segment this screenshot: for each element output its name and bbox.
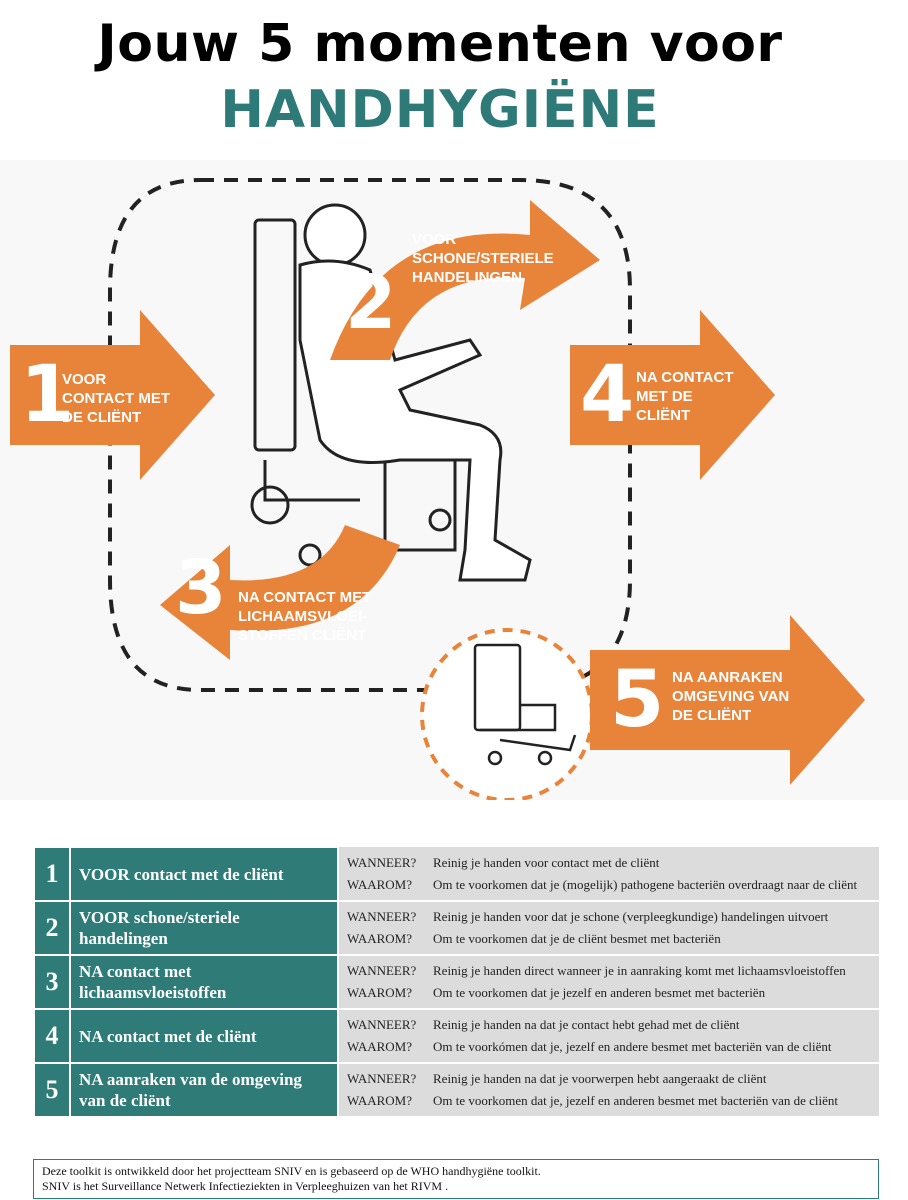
table-row: 4 NA contact met de cliënt WANNEER?WAARO… bbox=[33, 1008, 879, 1064]
footer-note: Deze toolkit is ontwikkeld door het proj… bbox=[33, 1159, 879, 1199]
moment-title-cell: NA aanraken van de omgeving van de cliën… bbox=[69, 1062, 339, 1118]
moment-1-number: 1 bbox=[20, 350, 75, 440]
moment-title-cell: VOOR contact met de cliënt bbox=[69, 846, 339, 902]
moment-number-cell: 4 bbox=[33, 1008, 71, 1064]
moment-1-arrow bbox=[10, 310, 215, 480]
answer-cell: Reinig je handen voor contact met de cli… bbox=[433, 847, 879, 902]
moment-title-cell: NA contact met lichaamsvloeistoffen bbox=[69, 954, 339, 1010]
moment-4-label: NA CONTACT MET DE CLIËNT bbox=[636, 369, 734, 424]
table-row: 5 NA aanraken van de omgeving van de cli… bbox=[33, 1062, 879, 1118]
question-cell: WANNEER?WAAROM? bbox=[338, 955, 433, 1010]
table-row: 2 VOOR schone/steriele handelingen WANNE… bbox=[33, 900, 879, 956]
moment-number-cell: 3 bbox=[33, 954, 71, 1010]
question-cell: WANNEER?WAAROM? bbox=[338, 1063, 433, 1118]
moment-number-cell: 2 bbox=[33, 900, 71, 956]
moment-number-cell: 1 bbox=[33, 846, 71, 902]
moment-3-number: 3 bbox=[175, 545, 227, 631]
question-cell: WANNEER?WAAROM? bbox=[338, 901, 433, 956]
moment-title-cell: NA contact met de cliënt bbox=[69, 1008, 339, 1064]
moment-title-cell: VOOR schone/steriele handelingen bbox=[69, 900, 339, 956]
environment-zone-outline bbox=[420, 628, 594, 800]
answer-cell: Reinig je handen direct wanneer je in aa… bbox=[433, 955, 879, 1010]
question-cell: WANNEER?WAAROM? bbox=[338, 847, 433, 902]
moment-2-arrow bbox=[330, 200, 600, 360]
answer-cell: Reinig je handen na dat je voorwerpen he… bbox=[433, 1063, 879, 1118]
footer-line-2: SNIV is het Surveillance Netwerk Infecti… bbox=[42, 1179, 449, 1193]
page-title-line2: HANDHYGIËNE bbox=[220, 80, 660, 140]
moments-table: 1 VOOR contact met de cliënt WANNEER?WAA… bbox=[33, 846, 879, 1118]
question-cell: WANNEER?WAAROM? bbox=[338, 1009, 433, 1064]
answer-cell: Reinig je handen voor dat je schone (ver… bbox=[433, 901, 879, 956]
moment-5-arrow bbox=[590, 615, 865, 785]
table-row: 3 NA contact met lichaamsvloeistoffen WA… bbox=[33, 954, 879, 1010]
table-row: 1 VOOR contact met de cliënt WANNEER?WAA… bbox=[33, 846, 879, 902]
moment-3-label: NA CONTACT MET LICHAAMSVLOEI- STOFFEN CL… bbox=[238, 589, 372, 644]
recliner-chair-icon bbox=[473, 643, 577, 766]
moment-4-arrow bbox=[570, 310, 775, 480]
illustration-drawing bbox=[10, 178, 865, 800]
moment-1-label: VOOR CONTACT MET DE CLIËNT bbox=[62, 371, 171, 426]
moment-3-arrow bbox=[160, 525, 400, 660]
moment-2-number: 2 bbox=[345, 260, 397, 346]
moment-5-number: 5 bbox=[610, 655, 665, 745]
moment-5-label: NA AANRAKEN OMGEVING VAN DE CLIËNT bbox=[672, 669, 790, 724]
moment-2-label: VOOR SCHONE/STERIELE HANDELINGEN bbox=[412, 231, 554, 286]
page-title-line1: Jouw 5 momenten voor bbox=[97, 14, 783, 74]
footer-line-1: Deze toolkit is ontwikkeld door het proj… bbox=[42, 1164, 541, 1178]
moment-4-number: 4 bbox=[580, 350, 635, 440]
answer-cell: Reinig je handen na dat je contact hebt … bbox=[433, 1009, 879, 1064]
five-moments-illustration: 1 VOOR CONTACT MET DE CLIËNT 2 VOOR SCHO… bbox=[0, 160, 908, 800]
moment-number-cell: 5 bbox=[33, 1062, 71, 1118]
